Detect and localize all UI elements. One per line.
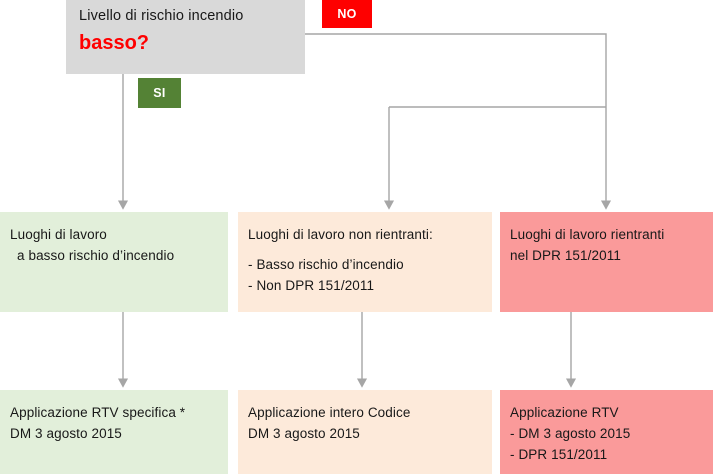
node-text-line: - Non DPR 151/2011 [248,278,375,293]
decision-node-risk-level[interactable]: Livello di rischio incendio basso? [66,0,305,74]
node-text-line: Applicazione intero Codice [248,405,411,420]
branch-badge-no[interactable]: NO [322,0,372,28]
node-text-line: a basso rischio d’incendio [17,248,175,263]
node-text-line: Applicazione RTV [510,405,619,420]
node-applicazione-rtv-specifica[interactable]: Applicazione RTV specifica * DM 3 agosto … [0,390,228,474]
node-text-line: Luoghi di lavoro non rientranti: [248,227,433,242]
node-applicazione-rtv[interactable]: Applicazione RTV - DM 3 agosto 2015 - DPR … [500,390,713,474]
node-text-line: - DPR 151/2011 [510,447,608,462]
node-luoghi-basso-rischio[interactable]: Luoghi di lavoro a basso rischio d’incend… [0,212,228,312]
node-text-line: Applicazione RTV specifica * [10,405,186,420]
node-text-line: - Basso rischio d’incendio [248,257,404,272]
node-text-line: nel DPR 151/2011 [510,248,621,263]
node-luoghi-non-rientranti[interactable]: Luoghi di lavoro non rientranti: - Basso … [238,212,492,312]
node-luoghi-rientranti-dpr[interactable]: Luoghi di lavoro rientranti nel DPR 151/2… [500,212,713,312]
decision-question-line1: Livello di rischio incendio [79,8,244,24]
branch-badge-si[interactable]: SI [138,78,181,108]
node-text-line: - DM 3 agosto 2015 [510,426,631,441]
node-applicazione-intero-codice[interactable]: Applicazione intero Codice DM 3 agosto 20… [238,390,492,474]
connector-no-trunk [305,33,607,108]
node-text-line: DM 3 agosto 2015 [248,426,360,441]
node-text-line: Luoghi di lavoro rientranti [510,227,665,242]
decision-question-line2: basso? [79,32,150,54]
node-text-line: Luoghi di lavoro [10,227,107,242]
node-text-line: DM 3 agosto 2015 [10,426,122,441]
